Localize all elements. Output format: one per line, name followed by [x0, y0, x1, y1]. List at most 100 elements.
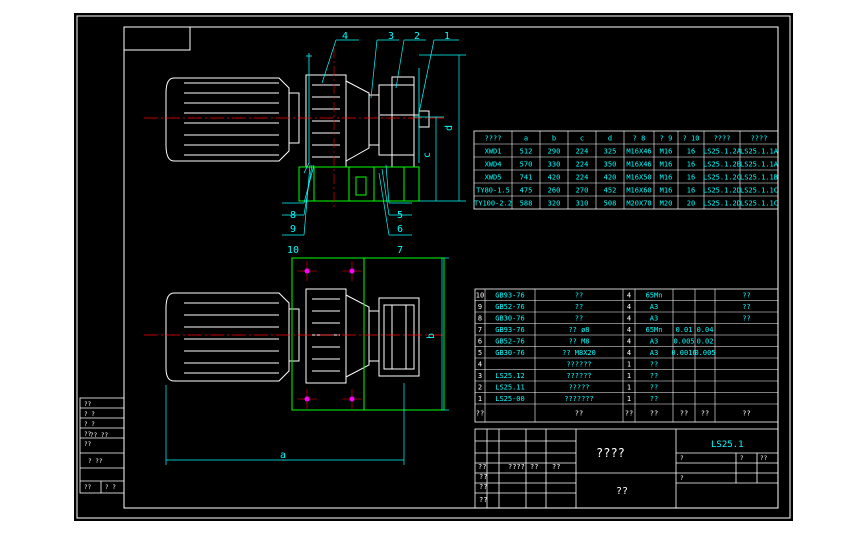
size-table-cell: 16 — [687, 187, 695, 195]
size-table-cell: LS25.1.2B — [703, 161, 741, 169]
size-table-cell: 16 — [687, 174, 695, 182]
strip-label: ?? — [84, 441, 92, 448]
dim-b-label: b — [426, 333, 437, 339]
size-table-cell: XWD5 — [485, 174, 502, 182]
parts-list-cell: ?????? — [566, 372, 591, 380]
dim-a-label: a — [280, 450, 286, 461]
parts-list-cell: ?? — [650, 372, 658, 380]
size-table-cell: M20 — [660, 200, 673, 208]
parts-list-cell: ?? M8 — [568, 337, 589, 345]
size-table-cell: 420 — [548, 174, 561, 182]
parts-list-cell: 65Mn — [646, 326, 663, 334]
parts-list-header: ?? — [476, 410, 484, 418]
size-table-cell: TY100-2.2 — [474, 200, 512, 208]
parts-list-cell: GB30-76 — [495, 349, 525, 357]
parts-list-header: ?? — [742, 410, 750, 418]
size-table-cell: M16 — [660, 187, 673, 195]
callout-8: 8 — [290, 210, 296, 221]
callout-4: 4 — [342, 31, 348, 42]
size-table-header: d — [608, 135, 612, 143]
top-view: d c 4 3 2 1 — [144, 31, 466, 256]
left-strip-labels: ?? ? ? ? ? ?? ?? ?? ?? ? ?? ?? ? ? — [84, 401, 116, 491]
parts-list-cell: 0.005 — [694, 349, 715, 357]
parts-list-cell: 4 — [627, 314, 631, 322]
tb-row-label: ?? — [479, 483, 487, 491]
size-table-cell: 290 — [548, 148, 561, 156]
dim-d-label: d — [444, 125, 455, 131]
company-name: ?? — [616, 486, 628, 497]
callouts-top: 4 3 2 1 8 9 10 5 6 7 — [287, 31, 450, 256]
size-table-cell: M16X46 — [626, 148, 651, 156]
parts-list-frame — [474, 288, 779, 423]
size-table-cell: 224 — [576, 174, 589, 182]
size-table-cell: 16 — [687, 161, 695, 169]
size-table-cell: LS25.1.2C — [703, 174, 741, 182]
cad-canvas: ?? ? ? ? ? ?? ?? ?? ?? ? ?? ?? ? ? — [74, 13, 793, 521]
parts-list-cell: 2 — [478, 383, 482, 391]
parts-list-cell: 10 — [476, 291, 484, 299]
left-strip — [79, 397, 125, 494]
size-table-cell: 310 — [576, 200, 589, 208]
motor-bottom — [165, 292, 300, 382]
parts-list-cell: A3 — [650, 303, 658, 311]
parts-list-cell: A3 — [650, 337, 658, 345]
dim-lines-bottom — [165, 257, 449, 465]
parts-list-cell: LS25-00 — [495, 395, 525, 403]
parts-list-cell: ?? — [575, 314, 583, 322]
base-bottom — [291, 257, 445, 411]
size-table-cell: 452 — [604, 187, 617, 195]
size-table-header: ???? — [714, 135, 731, 143]
size-table-cell: M16 — [660, 148, 673, 156]
reducer-bottom — [305, 288, 420, 384]
callout-5: 5 — [397, 210, 403, 221]
parts-list-cell: 4 — [627, 337, 631, 345]
parts-list-cell: GB52-76 — [495, 303, 525, 311]
parts-list-header: ?? — [650, 410, 658, 418]
parts-list-cell: ?? — [575, 303, 583, 311]
size-table-header: ???? — [751, 135, 768, 143]
tb-row-label: ?? — [479, 496, 487, 504]
bolt-holes — [297, 261, 362, 409]
parts-list-cell: 5 — [478, 349, 482, 357]
parts-list-cell: 4 — [627, 291, 631, 299]
strip-label: ? ? — [84, 421, 95, 428]
size-table-header: ? 10 — [683, 135, 700, 143]
size-table-cell: M16X46 — [626, 161, 651, 169]
callout-7: 7 — [397, 245, 403, 256]
size-table-cell: 512 — [520, 148, 533, 156]
strip-label: ? ? — [105, 484, 116, 491]
tb-mini-label: ?? — [478, 463, 486, 471]
parts-list-cell: ?? — [575, 291, 583, 299]
parts-list-cell: 6 — [478, 337, 482, 345]
parts-list-cell: 0.01 — [676, 326, 693, 334]
size-table-cell: XWD4 — [485, 161, 502, 169]
parts-list-cell: ?? — [650, 383, 658, 391]
size-table-cell: M16 — [660, 174, 673, 182]
size-table-header: b — [552, 135, 556, 143]
strip-label: ?? — [84, 431, 92, 438]
parts-list-cell: 1 — [478, 395, 482, 403]
leaders-top — [282, 39, 459, 236]
parts-list-cell: LS25.11 — [495, 383, 525, 391]
parts-list-cell: A3 — [650, 314, 658, 322]
parts-list-cell: 4 — [627, 349, 631, 357]
parts-list-cell: 1 — [627, 395, 631, 403]
size-table-cell: LS25.1.1B — [740, 174, 778, 182]
parts-list-cell: ?? — [742, 303, 750, 311]
size-table-header: a — [524, 135, 528, 143]
strip-label: ? ? — [84, 411, 95, 418]
size-table-cell: M20X70 — [626, 200, 651, 208]
size-table-cell: XWD1 — [485, 148, 502, 156]
parts-list-header: ?? — [575, 410, 583, 418]
base-top — [298, 166, 420, 202]
dim-lines-top — [414, 54, 466, 202]
parts-list-header: ?? — [625, 410, 633, 418]
parts-list-header: ?? — [680, 410, 688, 418]
parts-list-cell: ?? ø8 — [568, 326, 589, 334]
callout-6: 6 — [397, 224, 403, 235]
size-table-cell: 224 — [576, 161, 589, 169]
bracket-outline — [303, 53, 420, 174]
parts-list-cell: 0.005 — [673, 337, 694, 345]
strip-label: ?? ?? — [90, 432, 108, 439]
